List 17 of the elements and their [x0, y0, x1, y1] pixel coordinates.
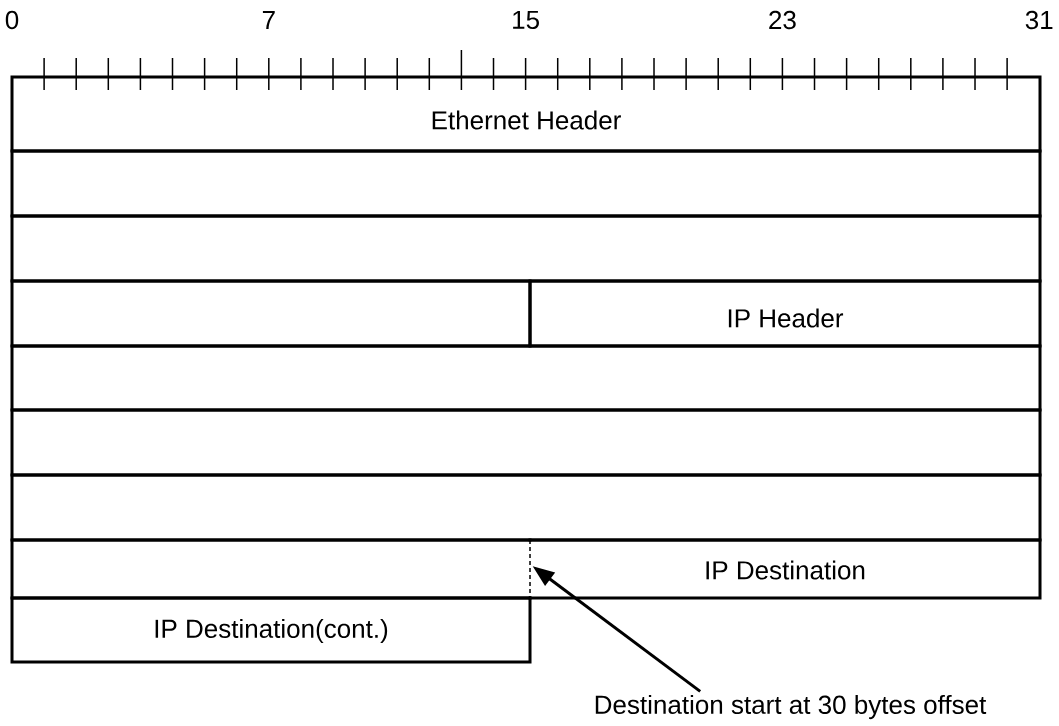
- field-cell: IP Destination(cont.): [10, 596, 532, 664]
- field-cell: [10, 214, 1042, 283]
- field-cell: [10, 473, 1042, 542]
- bit-number: 31: [1025, 10, 1053, 30]
- field-cell: [10, 344, 1042, 412]
- bit-number: 23: [769, 10, 796, 30]
- field-cell: IP Destination: [528, 538, 1042, 600]
- field-cell: Ethernet Header: [10, 75, 1042, 153]
- field-cell: [10, 279, 532, 348]
- field-cell: [10, 408, 1042, 477]
- bit-number: 7: [262, 11, 275, 29]
- field-cell: IP Header: [528, 279, 1042, 348]
- field-cell: [10, 538, 532, 600]
- annotation-text: Destination start at 30 bytes offset: [595, 694, 987, 720]
- field-cell: [10, 149, 1042, 218]
- bit-number: 15: [513, 10, 539, 30]
- bit-number: 0: [5, 10, 19, 30]
